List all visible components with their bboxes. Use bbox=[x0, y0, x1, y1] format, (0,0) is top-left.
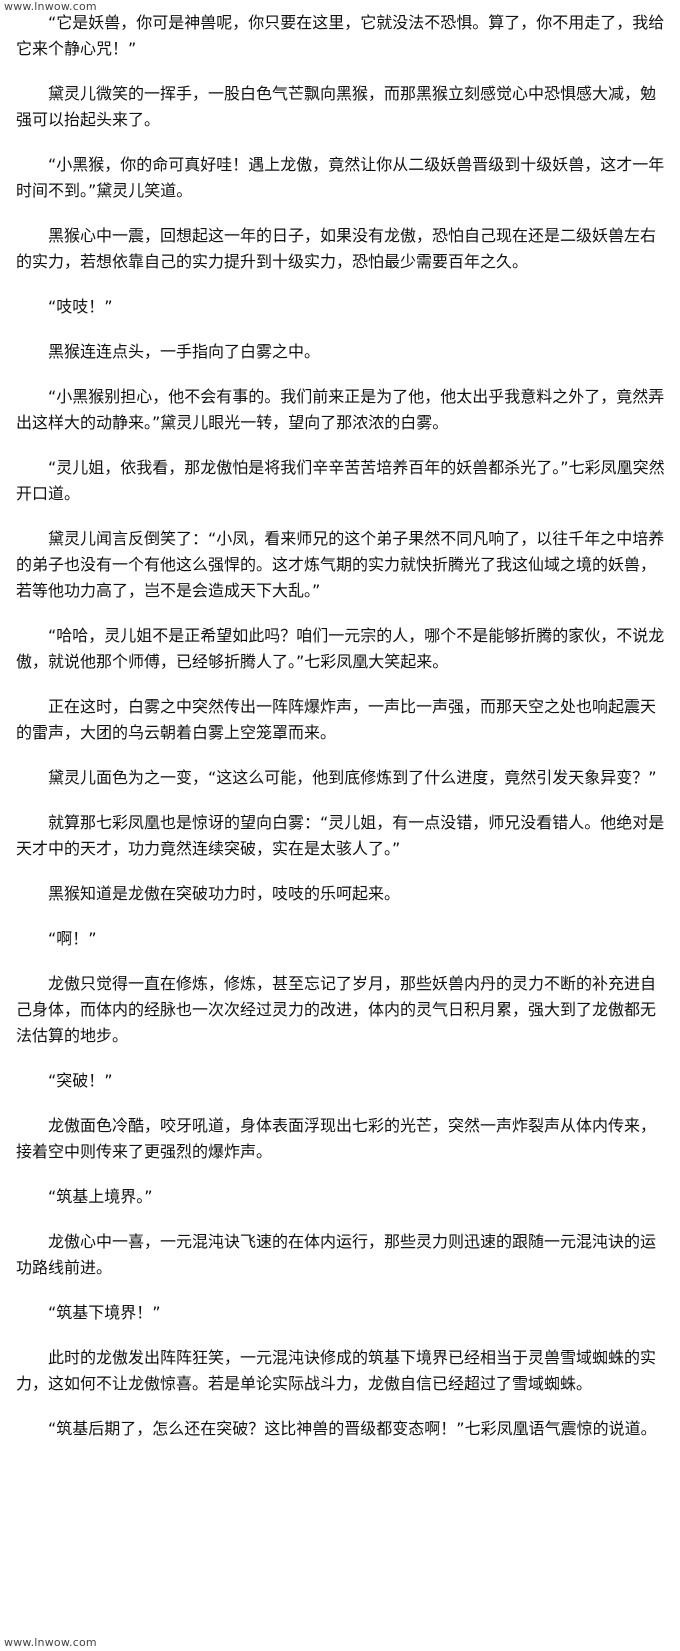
paragraph: 龙傲只觉得一直在修炼，修炼，甚至忘记了岁月，那些妖兽内丹的灵力不断的补充进自己身… bbox=[16, 974, 657, 1045]
paragraph: 就算那七彩凤凰也是惊讶的望向白雾：“灵儿姐，有一点没错，师兄没看错人。他绝对是天… bbox=[16, 813, 665, 858]
paragraph: 龙傲面色冷酷，咬牙吼道，身体表面浮现出七彩的光芒，突然一声炸裂声从体内传来，接着… bbox=[16, 1116, 657, 1161]
paragraph: 黑猴心中一震，回想起这一年的日子，如果没有龙傲，恐怕自己现在还是二级妖兽左右的实… bbox=[16, 226, 657, 271]
paragraph: “小黑猴别担心，他不会有事的。我们前来正是为了他，他太出乎我意料之外了，竟然弄出… bbox=[16, 387, 665, 432]
article-body: “它是妖兽，你可是神兽呢，你只要在这里，它就没法不恐惧。算了，你不用走了，我给它… bbox=[16, 10, 666, 1461]
paragraph: “筑基上境界。” bbox=[48, 1187, 153, 1206]
watermark-top: www.lnwow.com bbox=[4, 0, 97, 13]
paragraph: 此时的龙傲发出阵阵狂笑，一元混沌诀修成的筑基下境界已经相当于灵兽雪域蜘蛛的实力，… bbox=[16, 1348, 657, 1393]
paragraph: 黛灵儿闻言反倒笑了：“小凤，看来师兄的这个弟子果然不同凡响了，以往千年之中培养的… bbox=[16, 529, 665, 600]
paragraph: “突破！” bbox=[48, 1071, 113, 1090]
paragraph: “啊！” bbox=[48, 929, 97, 948]
paragraph: 龙傲心中一喜，一元混沌诀飞速的在体内运行，那些灵力则迅速的跟随一元混沌诀的运功路… bbox=[16, 1232, 657, 1277]
paragraph: 黑猴知道是龙傲在突破功力时，吱吱的乐呵起来。 bbox=[48, 884, 401, 903]
paragraph: 黛灵儿微笑的一挥手，一股白色气芒飘向黑猴，而那黑猴立刻感觉心中恐惧感大减，勉强可… bbox=[16, 84, 657, 129]
paragraph: “吱吱！” bbox=[48, 297, 113, 316]
watermark-bottom: www.lnwow.com bbox=[4, 1636, 97, 1649]
paragraph: 黛灵儿面色为之一变，“这这么可能，他到底修炼到了什么进度，竟然引发天象异变？” bbox=[48, 768, 657, 787]
paragraph: “筑基后期了，怎么还在突破？这比神兽的晋级都变态啊！”七彩凤凰语气震惊的说道。 bbox=[48, 1419, 657, 1438]
paragraph: “它是妖兽，你可是神兽呢，你只要在这里，它就没法不恐惧。算了，你不用走了，我给它… bbox=[16, 13, 665, 58]
paragraph: “灵儿姐，依我看，那龙傲怕是将我们辛辛苦苦培养百年的妖兽都杀光了。”七彩凤凰突然… bbox=[16, 458, 665, 503]
paragraph: 正在这时，白雾之中突然传出一阵阵爆炸声，一声比一声强，而那天空之处也响起震天的雷… bbox=[16, 697, 657, 742]
paragraph: “哈哈，灵儿姐不是正希望如此吗？咱们一元宗的人，哪个不是能够折腾的家伙，不说龙傲… bbox=[16, 626, 665, 671]
paragraph: “筑基下境界！” bbox=[48, 1303, 161, 1322]
paragraph: “小黑猴，你的命可真好哇！遇上龙傲，竟然让你从二级妖兽晋级到十级妖兽，这才一年时… bbox=[16, 155, 665, 200]
paragraph: 黑猴连连点头，一手指向了白雾之中。 bbox=[48, 342, 321, 361]
